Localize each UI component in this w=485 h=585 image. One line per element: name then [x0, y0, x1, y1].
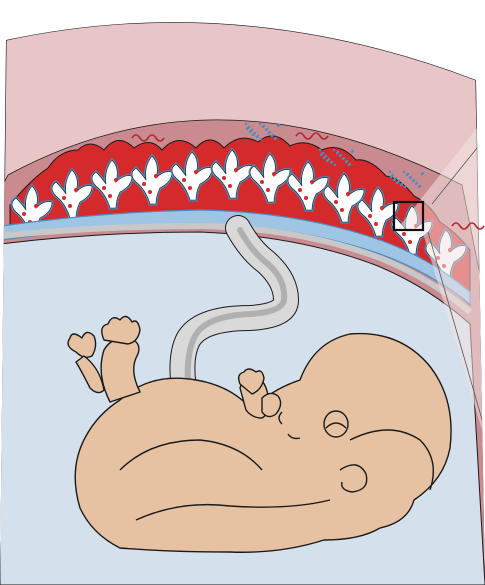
trophoblast-speckle [334, 164, 336, 166]
trophoblast-speckle [262, 126, 264, 128]
trophoblast-speckle [259, 123, 261, 125]
trophoblast-speckle [271, 135, 273, 137]
villus-capillary [310, 180, 314, 184]
trophoblast-speckle [389, 171, 391, 173]
villus-capillary [228, 184, 232, 188]
fetus-ear [340, 465, 367, 492]
trophoblast-speckle [418, 186, 420, 188]
trophoblast-speckle [245, 123, 247, 125]
trophoblast-speckle [351, 151, 353, 153]
trophoblast-speckle [404, 186, 406, 188]
villus-capillary [114, 178, 118, 182]
villus-capillary [260, 180, 264, 184]
fetus-leg [101, 338, 140, 402]
villus-capillary [74, 188, 78, 192]
trophoblast-speckle [412, 180, 414, 182]
trophoblast-speckle [406, 174, 408, 176]
trophoblast-speckle [403, 171, 405, 173]
villus-capillary [108, 194, 112, 198]
villus-capillary [148, 190, 152, 194]
trophoblast-speckle [246, 128, 248, 130]
villus-capillary [222, 176, 226, 180]
trophoblast-speckle [415, 183, 417, 185]
fetus-eye [324, 411, 348, 437]
trophoblast-speckle [348, 164, 350, 166]
trophoblast-speckle [336, 152, 338, 154]
trophoblast-speckle [249, 131, 251, 133]
villus-capillary [102, 186, 106, 190]
villus-capillary [380, 206, 384, 210]
villus-capillary [182, 178, 186, 182]
villus-capillary [154, 174, 158, 178]
villus-capillary [374, 222, 378, 226]
villus-capillary [334, 200, 338, 204]
villus-capillary [34, 204, 38, 208]
villus-capillary [368, 214, 372, 218]
trophoblast-speckle [252, 134, 254, 136]
trophoblast-speckle [342, 158, 344, 160]
trophoblast-speckle [274, 138, 276, 140]
villus-capillary [402, 232, 406, 236]
trophoblast-speckle [326, 160, 328, 162]
trophoblast-speckle [390, 176, 392, 178]
trophoblast-speckle [330, 162, 332, 164]
villus-capillary [194, 170, 198, 174]
villus-capillary [304, 196, 308, 200]
trophoblast-speckle [421, 173, 423, 175]
trophoblast-speckle [409, 177, 411, 179]
villus-capillary [234, 168, 238, 172]
trophoblast-speckle [268, 132, 270, 134]
villus-capillary [266, 188, 270, 192]
villus-capillary [188, 186, 192, 190]
trophoblast-speckle [400, 184, 402, 186]
trophoblast-speckle [265, 129, 267, 131]
trophoblast-speckle [393, 179, 395, 181]
villus-capillary [22, 212, 26, 216]
trophoblast-speckle [319, 149, 321, 151]
trophoblast-speckle [345, 161, 347, 163]
trophoblast-speckle [256, 136, 258, 138]
villus-capillary [340, 208, 344, 212]
trophoblast-speckle [277, 125, 279, 127]
villus-capillary [346, 192, 350, 196]
trophoblast-speckle [339, 155, 341, 157]
trophoblast-speckle [396, 182, 398, 184]
trophoblast-speckle [260, 138, 262, 140]
villus-capillary [62, 196, 66, 200]
trophoblast-speckle [323, 157, 325, 159]
trophoblast-speckle [320, 154, 322, 156]
trophoblast-speckle [333, 149, 335, 151]
villus-capillary [408, 240, 412, 244]
villus-capillary [142, 182, 146, 186]
villus-capillary [272, 172, 276, 176]
villus-capillary [298, 188, 302, 192]
villus-capillary [68, 204, 72, 208]
